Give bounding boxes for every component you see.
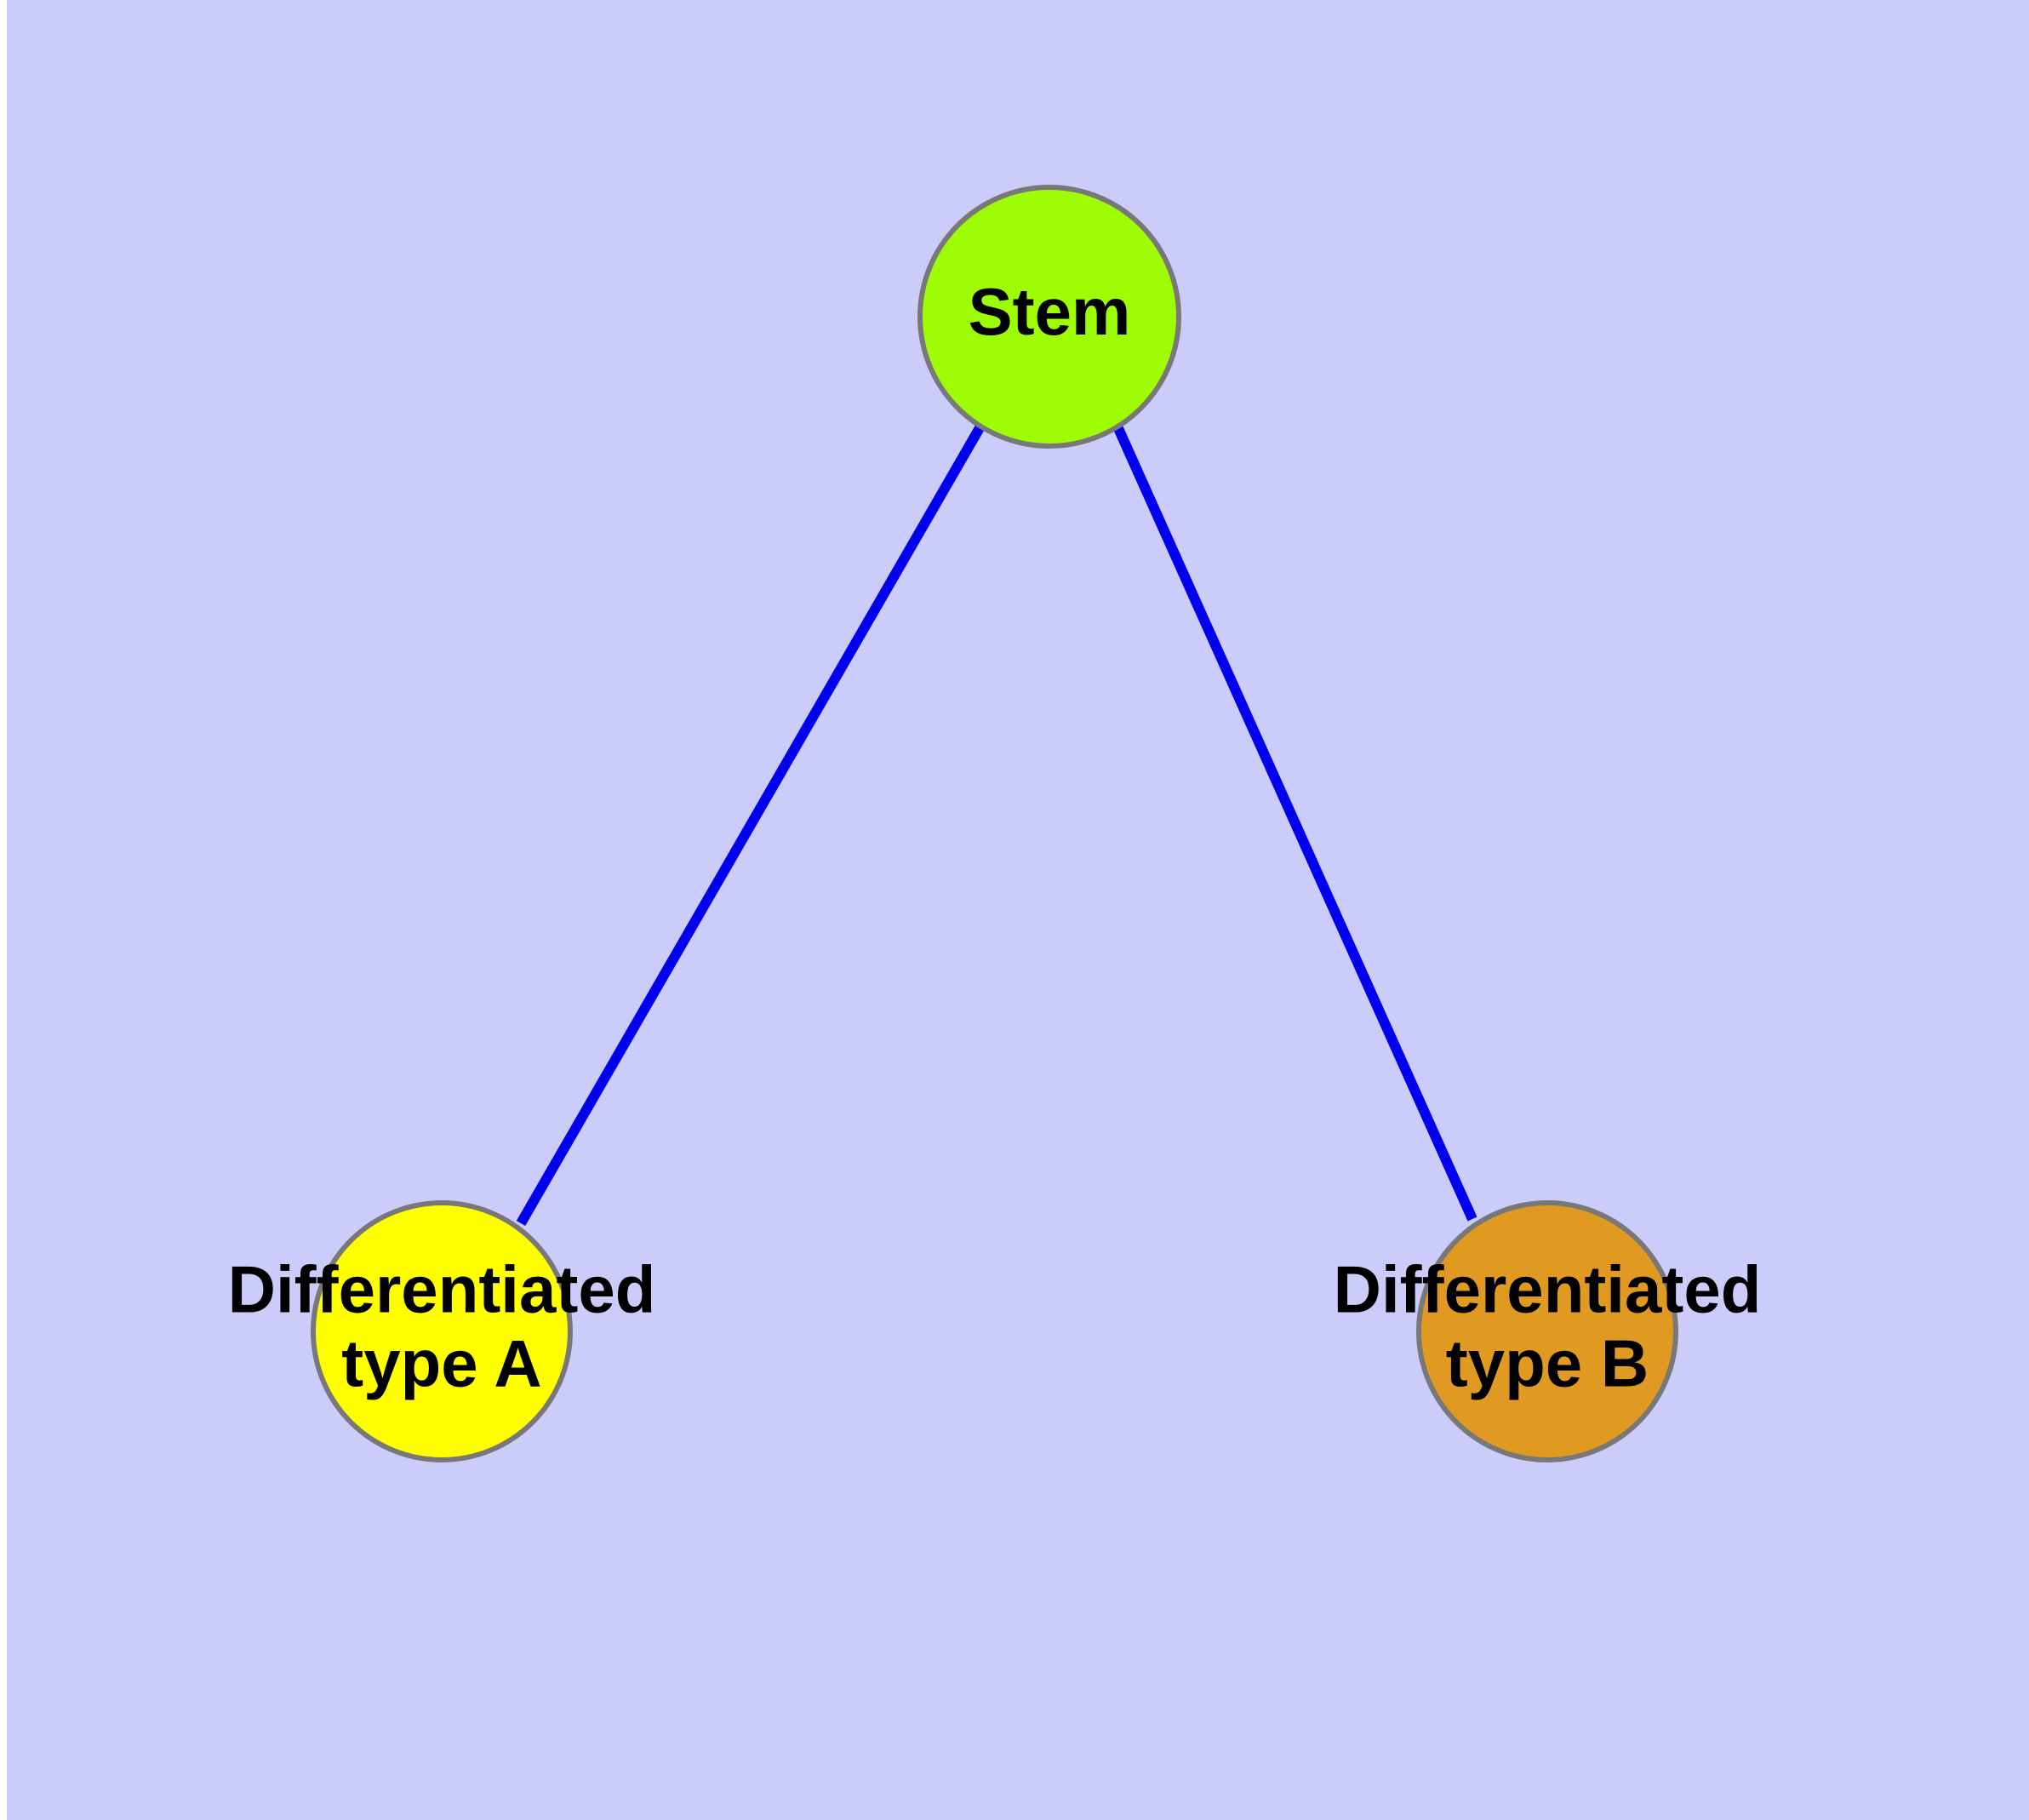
edges-group bbox=[516, 424, 1477, 1226]
graph-node-diff_b[interactable] bbox=[1416, 1200, 1678, 1462]
left-margin-strip bbox=[0, 0, 7, 1820]
nodes-group bbox=[311, 185, 1678, 1462]
graph-node-diff_a[interactable] bbox=[311, 1200, 573, 1462]
graph-node-stem[interactable] bbox=[917, 185, 1181, 449]
graph-edge-stem-to-diff-b[interactable] bbox=[1112, 424, 1477, 1222]
graph-edge-stem-to-diff-a[interactable] bbox=[516, 424, 986, 1226]
